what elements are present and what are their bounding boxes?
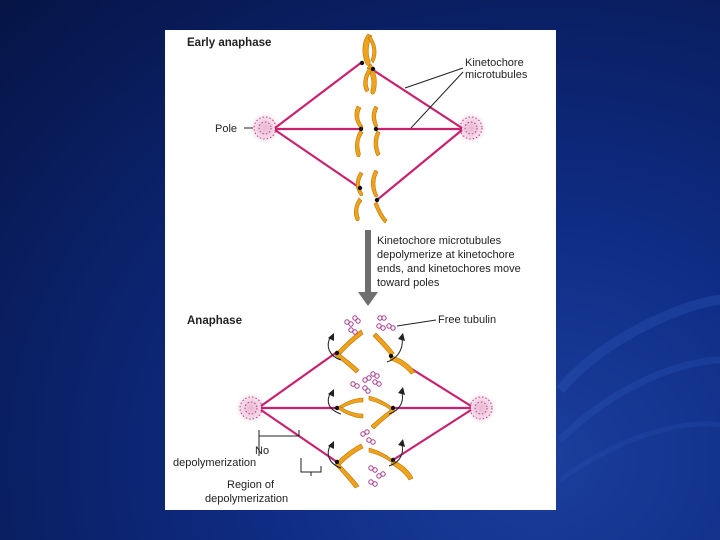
caption-line-2: depolymerize at kinetochore [377, 249, 515, 261]
free-tubulin-dimers [344, 315, 396, 487]
region-of-depolymerization-label-line1: Region of [227, 479, 275, 491]
right-pole-top [454, 111, 488, 145]
right-pole-bottom [464, 391, 498, 425]
transition-caption: Kinetochore microtubules depolymerize at… [377, 235, 521, 289]
free-tubulin-pointer [396, 319, 437, 327]
figure-panel: Early anaphase [165, 30, 556, 510]
no-depolymerization-bracket [258, 430, 300, 456]
kinetochore-microtubules-label-line1: Kinetochore [465, 57, 524, 69]
chromosome-bottom-left-3 [334, 443, 364, 489]
transition-arrow [358, 230, 378, 306]
kinetochore-microtubules-bottom [260, 351, 472, 463]
kinetochore-microtubules-top [274, 61, 463, 201]
free-tubulin-label: Free tubulin [438, 314, 496, 326]
kinetochore-label-pointers [404, 67, 464, 129]
anaphase-diagram: Early anaphase [173, 33, 528, 505]
pole-label: Pole [215, 123, 237, 135]
chromosome-bottom-left-2 [334, 397, 364, 419]
chromosome-bottom-left-1 [334, 329, 364, 374]
chromosome-bottom-right-1 [372, 332, 416, 375]
no-depolymerization-label-line1: No [255, 445, 269, 457]
chromosome-bottom-right-2 [368, 395, 396, 430]
no-depolymerization-label-line2: depolymerization [173, 457, 256, 469]
chromosome-bottom-right-3 [368, 447, 414, 481]
chromosome-pair-top-3 [354, 169, 388, 224]
caption-line-1: Kinetochore microtubules [377, 235, 502, 247]
early-anaphase-title: Early anaphase [187, 37, 271, 49]
region-of-depolymerization-label-line2: depolymerization [205, 493, 288, 505]
chromosome-pair-top-2 [354, 105, 381, 158]
poleward-movement-arrows [327, 333, 405, 469]
chromosome-pair-top-1 [359, 33, 377, 95]
region-of-depolymerization-bracket [300, 458, 322, 476]
caption-line-3: ends, and kinetochores move [377, 263, 521, 275]
kinetochore-microtubules-label-line2: microtubules [465, 69, 528, 81]
anaphase-title: Anaphase [187, 315, 242, 327]
caption-line-4: toward poles [377, 277, 440, 289]
